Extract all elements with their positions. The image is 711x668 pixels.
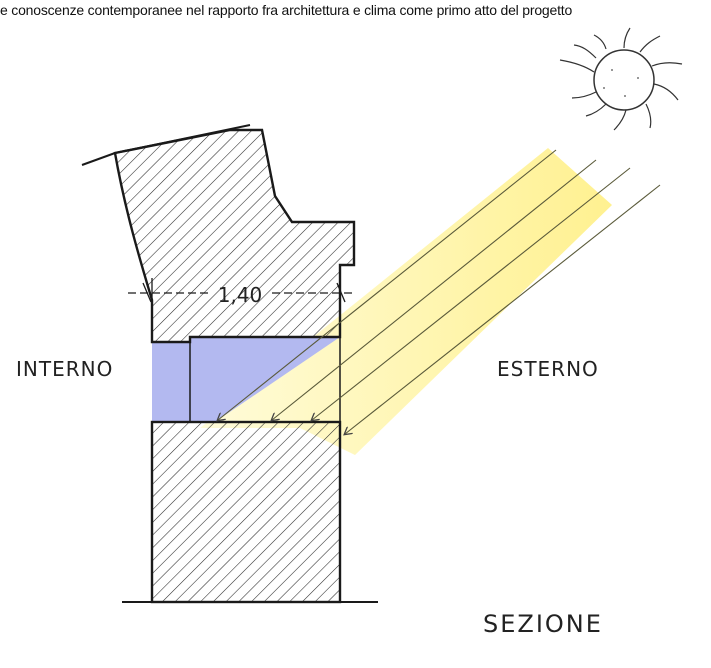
roof-edge-line bbox=[81, 124, 251, 166]
sun-ray bbox=[218, 149, 557, 420]
sun-ray bbox=[345, 184, 661, 434]
window-glass bbox=[152, 337, 340, 422]
exterior-label: ESTERNO bbox=[497, 357, 599, 381]
sunlight-band bbox=[200, 148, 612, 455]
section-label: SEZIONE bbox=[483, 610, 603, 638]
sun-rays bbox=[218, 149, 661, 434]
interior-label: INTERNO bbox=[16, 357, 113, 381]
lower-wall-section bbox=[150, 420, 342, 604]
sun-ray bbox=[312, 167, 631, 420]
sun-icon bbox=[559, 27, 683, 131]
upper-wall-section bbox=[113, 128, 356, 344]
page-caption: e conoscenze contemporanee nel rapporto … bbox=[0, 2, 573, 18]
dimension-label: 1,40 bbox=[218, 283, 263, 307]
sun-ray bbox=[272, 159, 597, 420]
dimension-line bbox=[128, 278, 354, 306]
